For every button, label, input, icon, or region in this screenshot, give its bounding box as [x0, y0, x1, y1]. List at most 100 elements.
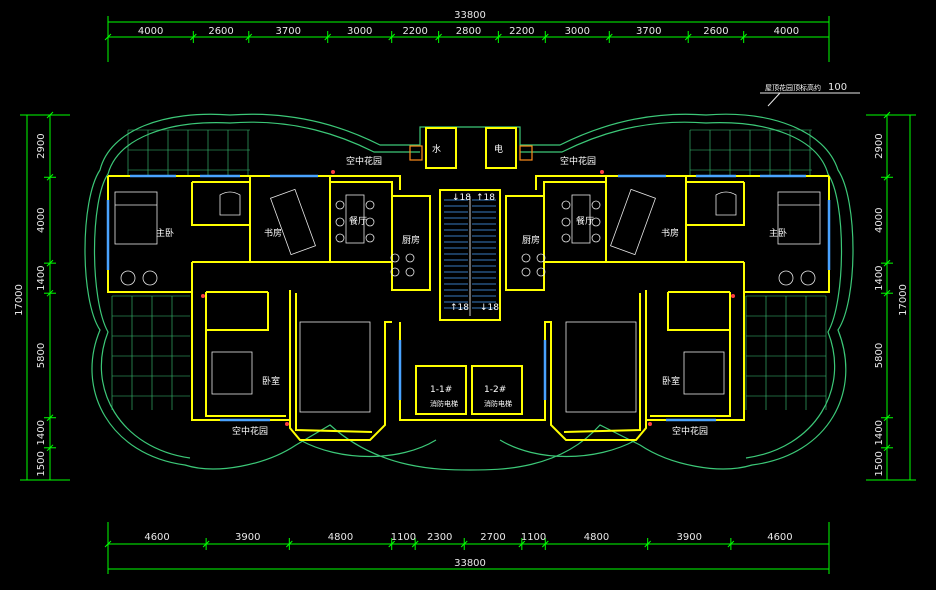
bottom-slash	[285, 540, 293, 548]
top-slash	[435, 33, 442, 41]
left-segment-label: 1500	[36, 451, 47, 476]
core-walls	[399, 127, 546, 421]
left-slash	[46, 444, 54, 452]
top-segment-label: 2800	[456, 26, 481, 37]
top-segment-label: 3000	[565, 26, 590, 37]
top-segment-label: 4000	[138, 26, 163, 37]
top-segment-label: 3700	[636, 26, 661, 37]
top-slash	[324, 33, 332, 41]
top-segment-label: 2600	[703, 26, 728, 37]
label-sky-garden-bottom-left: 空中花园	[232, 425, 268, 437]
label-master-bedroom-left: 主卧	[156, 227, 174, 239]
label-master-bedroom-right: 主卧	[769, 227, 787, 239]
label-dining-left: 餐厅	[349, 215, 367, 227]
bottom-slash	[644, 540, 652, 548]
bottom-segment-label: 3900	[677, 532, 702, 543]
bottom-slash	[518, 540, 526, 548]
top-slash	[495, 33, 502, 41]
right-slash	[883, 414, 891, 422]
bottom-total-dimension: 33800	[454, 558, 486, 569]
top-total-dimension: 33800	[454, 10, 486, 21]
bottom-segment-label: 2700	[480, 532, 505, 543]
right-dimension-chain	[866, 111, 916, 481]
top-slash	[541, 33, 549, 41]
level-annotation-value: 100	[828, 82, 847, 93]
right-slash	[883, 173, 891, 181]
bottom-segment-label: 1100	[521, 532, 546, 543]
top-slash	[388, 33, 396, 41]
label-kitchen-right: 厨房	[522, 234, 540, 246]
left-segment-label: 4000	[36, 207, 47, 232]
label-study-right: 书房	[661, 227, 679, 239]
top-slash	[684, 33, 692, 41]
left-slash	[46, 289, 54, 297]
right-segment-label: 1400	[874, 265, 885, 290]
top-segment-label: 2600	[208, 26, 233, 37]
label-stair-bottom-right: ↓18	[480, 303, 499, 313]
right-segment-label: 5800	[874, 343, 885, 368]
label-sky-garden-top-left: 空中花园	[346, 155, 382, 167]
label-stair-bottom-left: ↑18	[450, 303, 469, 313]
top-segment-label: 2200	[509, 26, 534, 37]
bottom-slash	[202, 540, 210, 548]
label-electric-shaft: 电	[494, 143, 503, 155]
stair	[444, 196, 496, 316]
left-segment-label: 1400	[36, 420, 47, 445]
bottom-segment-label: 4600	[144, 532, 169, 543]
bottom-segment-label: 2300	[427, 532, 452, 543]
bottom-segment-label: 4600	[767, 532, 792, 543]
label-bedroom-right: 卧室	[662, 375, 680, 387]
garden-outline	[84, 113, 854, 471]
label-elevator-1: 1-1#	[430, 385, 452, 395]
level-annotation: 屋顶花园顶标高约 100	[760, 82, 860, 107]
top-segment-label: 3000	[347, 26, 372, 37]
left-segment-label: 2900	[36, 133, 47, 158]
left-segment-labels: 2900 4000 1400 5800 1400 1500	[36, 133, 47, 476]
top-segment-label: 2200	[402, 26, 427, 37]
right-slash	[883, 259, 891, 267]
windows	[106, 174, 831, 422]
label-elevator-2-sub: 消防电梯	[484, 399, 512, 408]
bottom-slash	[411, 540, 419, 548]
bottom-slash	[460, 540, 468, 548]
top-segment-label: 4000	[774, 26, 799, 37]
core-labels: 水 电 ↓18 ↑18 ↑18 ↓18 1-1# 1-2# 消防电梯 消防电梯	[430, 143, 512, 408]
top-dimension-chain	[104, 16, 830, 62]
fixture-markers	[201, 145, 735, 426]
bottom-segment-label: 1100	[391, 532, 416, 543]
right-segment-label: 1500	[874, 451, 885, 476]
label-stair-top-right: ↑18	[476, 193, 495, 203]
walls-right-unit	[505, 175, 830, 441]
left-slash	[46, 173, 54, 181]
top-slash	[189, 33, 197, 41]
left-total-dimension: 17000	[14, 284, 25, 316]
top-slash	[740, 33, 748, 41]
label-study-left: 书房	[264, 227, 282, 239]
right-segment-label: 2900	[874, 133, 885, 158]
label-sky-garden-bottom-right: 空中花园	[672, 425, 708, 437]
right-segment-label: 4000	[874, 207, 885, 232]
label-stair-top-left: ↓18	[452, 193, 471, 203]
left-slash	[46, 259, 54, 267]
bottom-segment-label: 4800	[584, 532, 609, 543]
bottom-slash	[388, 540, 396, 548]
garden-grid-hatch	[111, 129, 827, 410]
label-dining-right: 餐厅	[576, 215, 594, 227]
furniture	[114, 188, 821, 413]
room-labels: 空中花园 空中花园 主卧 主卧 书房 书房 餐厅 餐厅 厨房 厨房 卧室 卧室 …	[156, 155, 787, 437]
left-segment-label: 5800	[36, 343, 47, 368]
label-sky-garden-top-right: 空中花园	[560, 155, 596, 167]
label-kitchen-left: 厨房	[402, 234, 420, 246]
label-elevator-2: 1-2#	[484, 385, 506, 395]
left-dimension-chain	[20, 111, 70, 481]
label-water-shaft: 水	[432, 143, 441, 155]
bottom-dimension-chain	[104, 522, 830, 574]
left-segment-label: 1400	[36, 265, 47, 290]
walls-left-unit	[107, 175, 431, 441]
right-slash	[883, 111, 891, 119]
bottom-slash	[727, 540, 735, 548]
